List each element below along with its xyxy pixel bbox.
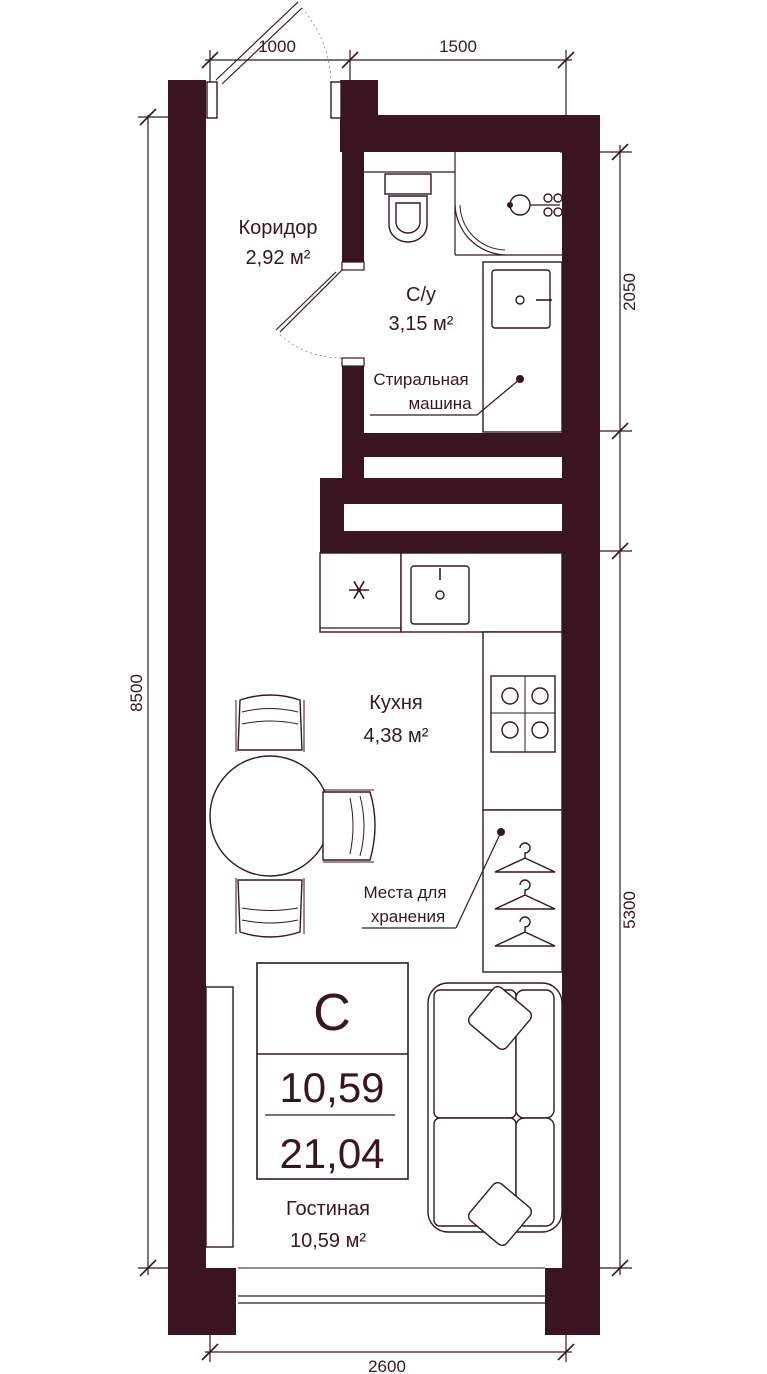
storage-label-1: Места для — [363, 883, 446, 902]
washer-label-1: Стиральная — [373, 370, 468, 389]
dim-right-top: 2050 — [620, 273, 639, 311]
window — [238, 1267, 545, 1304]
living-area: 10,59 м² — [290, 1230, 366, 1252]
dimension-labels: 1000 1500 8500 2050 5300 2600 — [127, 37, 639, 1374]
washer-label-2: машина — [408, 394, 472, 413]
dim-left: 8500 — [127, 674, 146, 712]
corridor-name: Коридор — [239, 217, 318, 239]
apartment-type: С — [313, 984, 351, 1042]
corridor-area: 2,92 м² — [246, 247, 311, 269]
dim-bottom: 2600 — [368, 1357, 406, 1374]
dim-right-bottom: 5300 — [620, 891, 639, 929]
shower-icon — [454, 172, 563, 256]
storage-cabinet — [362, 809, 563, 973]
chair-bottom — [235, 878, 305, 938]
bathroom-door[interactable] — [275, 261, 365, 367]
apartment-badge: С 10,59 21,04 — [256, 962, 409, 1180]
storage-label-2: хранения — [371, 907, 445, 926]
living-area-value: 10,59 — [279, 1064, 384, 1111]
entrance-door[interactable] — [206, 1, 342, 119]
bathroom-area: 3,15 м² — [389, 313, 454, 335]
stove-icon — [482, 631, 563, 811]
kitchen-area: 4,38 м² — [364, 725, 429, 747]
sofa — [427, 982, 563, 1247]
living-name: Гостиная — [286, 1198, 370, 1220]
snowflake-icon — [349, 580, 369, 600]
shelf — [205, 986, 234, 1248]
kitchen-name: Кухня — [369, 692, 423, 714]
kitchen-sink-icon — [400, 552, 563, 633]
kitchen-fixtures — [209, 552, 563, 973]
sink-icon — [482, 261, 563, 433]
living-fixtures — [205, 982, 563, 1304]
dimension-lines — [138, 50, 632, 1362]
dim-top-right: 1500 — [439, 37, 477, 56]
chair-right — [322, 789, 376, 863]
bathroom-fixtures — [364, 152, 563, 433]
walls — [168, 80, 600, 1335]
hanger-icon — [494, 842, 556, 947]
watermark-text: Домклик — [44, 1346, 100, 1362]
dim-top-left: 1000 — [258, 37, 296, 56]
total-area-value: 21,04 — [279, 1130, 384, 1177]
bathroom-name: С/у — [406, 284, 436, 306]
watermark: Домклик — [21, 1344, 100, 1363]
domclick-logo-icon — [21, 1344, 39, 1363]
dining-table — [209, 694, 376, 938]
callouts: Стиральная машина Места для хранения — [363, 370, 472, 926]
chair-top — [235, 694, 305, 752]
toilet-icon — [384, 173, 432, 243]
room-labels: Коридор 2,92 м² С/у 3,15 м² Кухня 4,38 м… — [239, 217, 454, 1252]
